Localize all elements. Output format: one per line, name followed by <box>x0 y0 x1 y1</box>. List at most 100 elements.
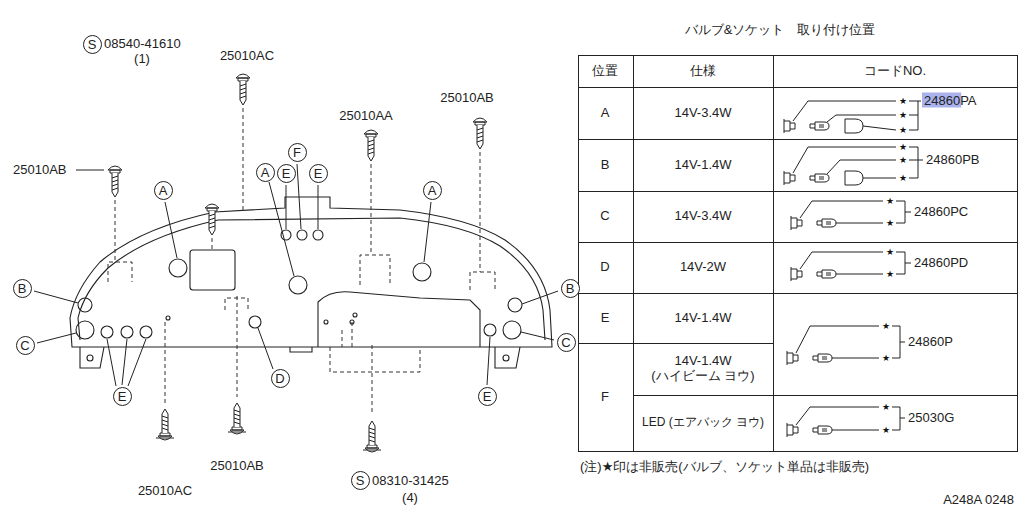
star-mark: ★ <box>899 174 907 183</box>
bulb-icons <box>813 354 832 362</box>
screw <box>365 421 379 452</box>
cluster-housing <box>121 326 133 338</box>
bulb-icons <box>810 174 829 182</box>
cluster-housing <box>249 316 261 328</box>
bulb-icons <box>845 119 863 133</box>
hidden-lines <box>212 238 213 250</box>
callout-circle: A <box>154 181 173 200</box>
screw <box>205 204 219 235</box>
screw <box>473 118 487 149</box>
star-mark: ★ <box>899 143 907 152</box>
screw <box>158 409 172 440</box>
bulb-spec: LED (エアバック ヨウ) <box>642 416 764 430</box>
screw <box>364 130 378 161</box>
part-number: 25010AB <box>13 163 67 178</box>
hidden-lines <box>108 262 132 282</box>
code-number: 24860PC <box>914 205 968 220</box>
cluster-housing <box>503 355 509 361</box>
part-number: 25010AB <box>440 91 494 106</box>
hidden-lines <box>470 272 495 290</box>
screw <box>108 166 122 197</box>
hidden-lines <box>371 164 372 255</box>
leader-lines <box>297 164 301 229</box>
bracket-lines <box>892 326 905 358</box>
bulb-icons <box>845 171 863 185</box>
cluster-housing <box>318 292 480 347</box>
callout-letter: B <box>566 282 575 295</box>
cluster-housing <box>495 347 520 368</box>
position-letter: D <box>600 260 609 275</box>
hidden-lines <box>115 200 116 262</box>
hidden-lines <box>372 345 373 415</box>
cluster-housing <box>166 316 170 320</box>
callout-circle: C <box>16 336 35 355</box>
leader-lines <box>34 164 558 386</box>
callout-circle: A <box>423 181 442 200</box>
star-mark: ★ <box>899 97 907 106</box>
callout-circle: A <box>256 163 275 182</box>
cluster-housing <box>101 326 113 338</box>
callout-circle: E <box>478 387 497 406</box>
bulb-icons <box>817 219 836 227</box>
cluster-housing <box>80 347 104 368</box>
hidden-lines <box>342 322 352 347</box>
table-grid <box>578 344 1018 396</box>
quantity: (1) <box>134 52 150 67</box>
bulb-spec: 14V-1.4W <box>674 311 731 326</box>
cluster-housing <box>413 263 431 281</box>
position-letter: A <box>601 106 610 121</box>
position-letter: B <box>601 158 610 173</box>
cluster-housing <box>78 298 92 312</box>
star-mark: ★ <box>899 111 907 120</box>
part-number: 25010AC <box>220 49 274 64</box>
callout-circle: B <box>561 279 580 298</box>
bulb-icons <box>784 119 863 437</box>
leader-lines <box>487 337 490 385</box>
hidden-lines <box>237 296 238 397</box>
table-header: 位置 <box>592 64 618 79</box>
part-number: 25010AA <box>339 109 393 124</box>
leader-lines <box>34 291 78 303</box>
part-number: 08310-31425 <box>372 474 449 489</box>
bracket-lines <box>793 101 896 130</box>
leader-lines <box>107 339 146 386</box>
cluster-housing <box>169 259 187 277</box>
callout-circle: E <box>277 164 296 183</box>
screw <box>236 74 250 105</box>
cluster-housing <box>353 313 357 317</box>
table-grid <box>578 55 1018 452</box>
callout-letter: C <box>561 336 570 349</box>
star-mark: ★ <box>882 426 890 435</box>
leader-lines <box>522 291 558 304</box>
table-grid <box>578 88 1018 294</box>
cluster-housing <box>87 355 93 361</box>
star-mark: ★ <box>882 403 890 412</box>
callout-letter: A <box>159 184 168 197</box>
bulb-icons <box>817 270 836 278</box>
part-number: 25010AB <box>210 459 264 474</box>
callout-letter: E <box>282 167 291 180</box>
bracket-lines <box>796 407 879 430</box>
leader-lines <box>424 202 431 262</box>
cluster-housing <box>290 347 312 352</box>
callout-circle: D <box>271 369 290 388</box>
hidden-lines <box>108 108 495 415</box>
quantity: (4) <box>402 491 418 506</box>
star-mark: ★ <box>882 354 890 363</box>
code-number: 24860P <box>908 335 953 350</box>
star-mark: ★ <box>886 270 894 279</box>
screw <box>230 403 244 434</box>
part-number: 08540-41610 <box>104 37 181 52</box>
cluster-housing <box>484 324 496 336</box>
bulb-spec: 14V-1.4W (ハイビーム ヨウ) <box>644 354 762 384</box>
cluster-housing <box>503 321 521 339</box>
note: (注)★印は非販売(バルブ、ソケット単品は非販売) <box>580 460 869 475</box>
bulb-icons <box>813 426 832 434</box>
table-grid <box>579 56 1018 452</box>
callout-letter: A <box>428 184 437 197</box>
part-number: 25010AC <box>138 484 192 499</box>
cluster-housing <box>313 230 323 240</box>
cluster-housing <box>78 218 545 340</box>
bracket-lines <box>896 252 911 274</box>
